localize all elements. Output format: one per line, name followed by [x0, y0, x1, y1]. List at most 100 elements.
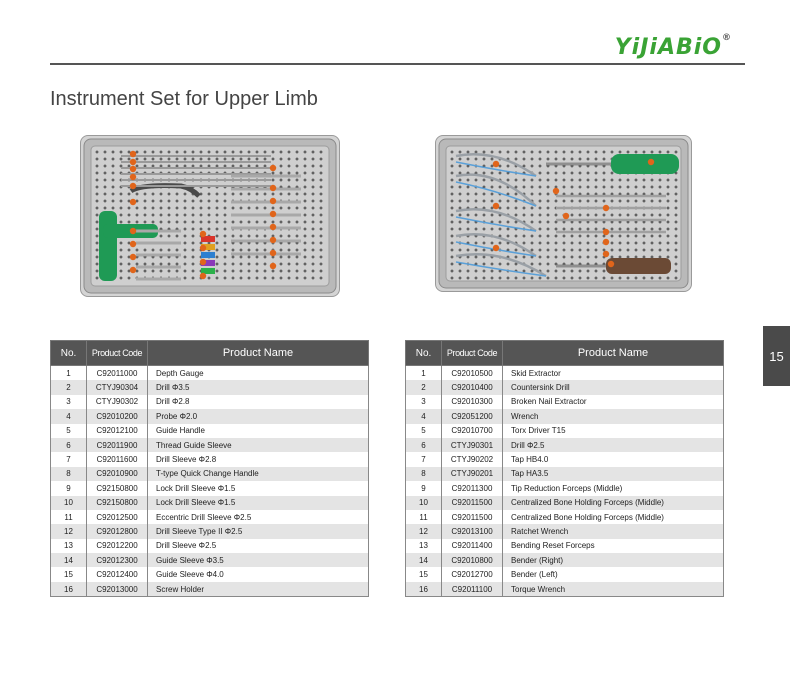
row-number: 9 — [405, 481, 442, 496]
product-name: Bender (Left) — [502, 567, 724, 582]
header-product-code: Product Code — [86, 340, 148, 366]
row-number: 4 — [405, 409, 442, 424]
row-number: 16 — [405, 581, 442, 598]
product-code: C92012300 — [86, 553, 148, 568]
product-name: Guide Sleeve Φ3.5 — [147, 553, 369, 568]
product-code: C92012800 — [86, 524, 148, 539]
tray-illustration — [438, 138, 689, 289]
product-code: CTYJ90201 — [441, 466, 503, 482]
product-code: C92150800 — [86, 481, 148, 496]
logo-text: YiJiABiO — [614, 35, 722, 60]
product-code: C92010400 — [441, 380, 503, 395]
product-name: Probe Φ2.0 — [147, 409, 369, 424]
product-code: C92011900 — [86, 437, 148, 453]
product-code: C92051200 — [441, 409, 503, 424]
table-header-row: No. Product Code Product Name — [405, 340, 724, 366]
header-divider — [50, 63, 745, 65]
product-code: C92011600 — [86, 452, 148, 467]
product-name: Centralized Bone Holding Forceps (Middle… — [502, 495, 724, 510]
row-number: 13 — [50, 538, 87, 554]
product-code: C92012700 — [441, 567, 503, 582]
product-name: Eccentric Drill Sleeve Φ2.5 — [147, 509, 369, 525]
page-title: Instrument Set for Upper Limb — [50, 88, 318, 110]
product-name: Thread Guide Sleeve — [147, 437, 369, 453]
product-name: Countersink Drill — [502, 380, 724, 395]
instrument-tray-photo-right — [435, 135, 692, 292]
row-number: 16 — [50, 581, 87, 598]
brand-logo: YiJiABiO® — [614, 33, 732, 60]
product-code: C92010500 — [441, 365, 503, 381]
product-code: C92011300 — [441, 481, 503, 496]
product-code: C92013100 — [441, 524, 503, 539]
product-code: C92012100 — [86, 423, 148, 438]
product-name: Centralized Bone Holding Forceps (Middle… — [502, 509, 724, 525]
row-number: 6 — [405, 437, 442, 453]
row-number: 10 — [50, 495, 87, 510]
product-code: C92150800 — [86, 495, 148, 510]
row-number: 8 — [50, 466, 87, 482]
product-name: Tip Reduction Forceps (Middle) — [502, 481, 724, 496]
tray-illustration — [83, 138, 337, 294]
product-code: C92010700 — [441, 423, 503, 438]
table-header-row: No. Product Code Product Name — [50, 340, 369, 366]
product-name: Drill Sleeve Φ2.5 — [147, 538, 369, 554]
row-number: 14 — [50, 553, 87, 568]
row-number: 14 — [405, 553, 442, 568]
row-number: 1 — [50, 365, 87, 381]
header-product-name: Product Name — [147, 340, 369, 366]
product-name: Tap HB4.0 — [502, 452, 724, 467]
product-name: Ratchet Wrench — [502, 524, 724, 539]
row-number: 15 — [50, 567, 87, 582]
row-number: 4 — [50, 409, 87, 424]
row-number: 15 — [405, 567, 442, 582]
product-code: C92013000 — [86, 581, 148, 598]
header-no: No. — [405, 340, 442, 366]
product-code: C92011500 — [441, 495, 503, 510]
product-name: Drill Sleeve Type II Φ2.5 — [147, 524, 369, 539]
product-name: Drill Sleeve Φ2.8 — [147, 452, 369, 467]
product-name: Drill Φ2.8 — [147, 394, 369, 410]
row-number: 3 — [50, 394, 87, 410]
product-code: C92010800 — [441, 553, 503, 568]
product-code: CTYJ90202 — [441, 452, 503, 467]
header-product-code: Product Code — [441, 340, 503, 366]
product-name: Lock Drill Sleeve Φ1.5 — [147, 481, 369, 496]
product-name: Drill Φ3.5 — [147, 380, 369, 395]
row-number: 11 — [50, 509, 87, 525]
product-code: C92011500 — [441, 509, 503, 525]
instrument-tray-photo-left — [80, 135, 340, 297]
row-number: 12 — [50, 524, 87, 539]
product-name: Bending Reset Forceps — [502, 538, 724, 554]
row-number: 12 — [405, 524, 442, 539]
product-code: C92011400 — [441, 538, 503, 554]
row-number: 9 — [50, 481, 87, 496]
product-name: T-type Quick Change Handle — [147, 466, 369, 482]
row-number: 7 — [50, 452, 87, 467]
product-code: CTYJ90302 — [86, 394, 148, 410]
product-name: Lock Drill Sleeve Φ1.5 — [147, 495, 369, 510]
